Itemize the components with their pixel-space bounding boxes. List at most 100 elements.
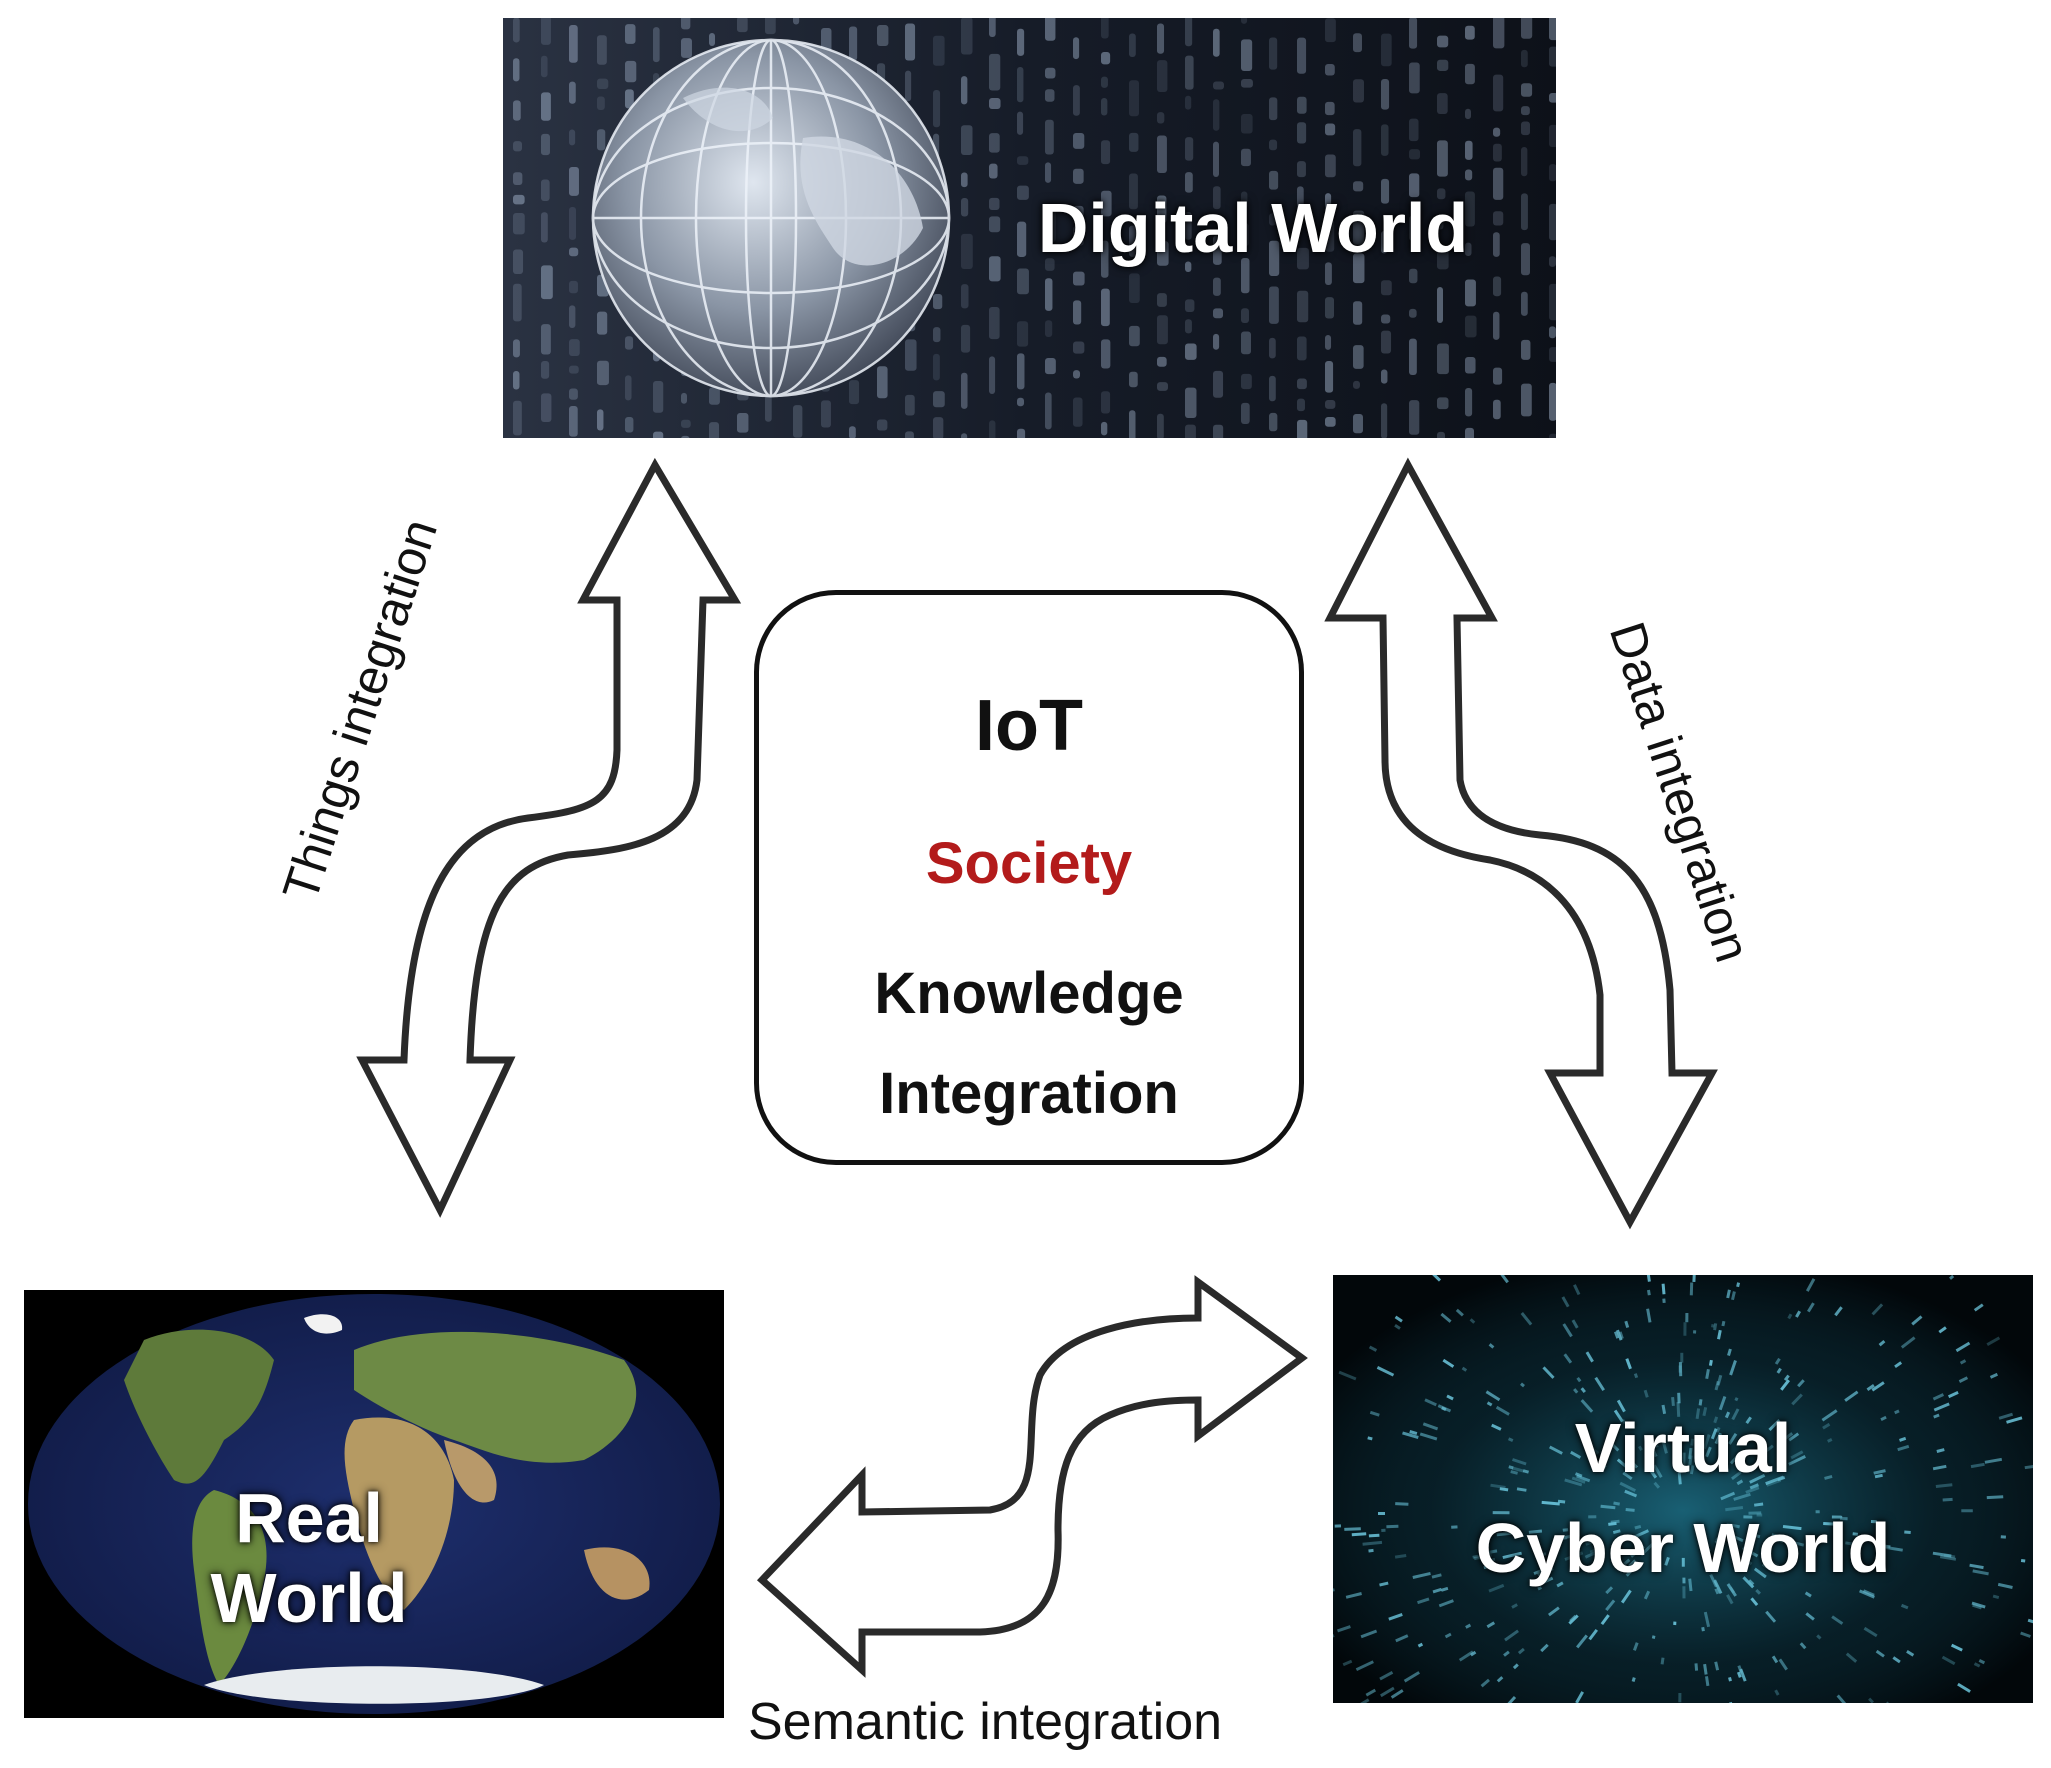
binary-digit [1353,253,1365,284]
particle-streak [1360,1698,1370,1703]
particle-streak [1936,1448,1945,1453]
particle-streak [1432,1275,1442,1282]
binary-digit [793,405,803,438]
binary-digit [1493,18,1505,49]
particle-streak [1610,1519,1620,1524]
particle-streak [1630,1460,1639,1469]
binary-digit [1185,211,1192,240]
binary-digit [1129,132,1139,152]
particle-streak [1345,1592,1362,1599]
binary-digit [1157,293,1167,307]
particle-streak [1747,1531,1761,1539]
particle-streak [1562,1323,1573,1338]
particle-streak [1620,1589,1632,1604]
binary-digit [1185,55,1194,90]
particle-streak [1660,1657,1665,1665]
binary-digit [1353,414,1363,434]
particle-streak [1824,1474,1833,1480]
particle-streak [1584,1548,1602,1559]
particle-streak [1395,1502,1409,1506]
binary-digit [1241,78,1253,88]
binary-digit [569,280,578,294]
particle-streak [1402,1431,1419,1439]
binary-digit [1465,169,1473,181]
binary-digit [1353,129,1362,167]
particle-streak [1576,1474,1591,1483]
particle-streak [1442,1358,1455,1368]
particle-streak [1740,1555,1753,1566]
particle-streak [1656,1540,1663,1547]
binary-digit [597,409,604,431]
binary-digit [1297,247,1309,270]
particle-streak [1834,1306,1843,1317]
particle-streak [1935,1483,1953,1488]
binary-digit [1157,23,1165,54]
binary-digit [1073,168,1084,184]
binary-digit [1465,279,1476,307]
particle-streak [1403,1671,1420,1683]
particle-streak [1871,1303,1884,1316]
particle-streak [1688,1578,1693,1592]
binary-digit [1297,419,1308,438]
particle-streak [1727,1348,1732,1357]
particle-streak [1486,1401,1493,1407]
particle-streak [1537,1586,1542,1591]
binary-digit [1073,226,1084,246]
particle-streak [1585,1539,1598,1546]
particle-streak [1788,1455,1806,1466]
particle-streak [1689,1465,1695,1475]
particle-streak [1736,1671,1742,1678]
particle-streak [1718,1396,1727,1411]
particle-streak [1516,1487,1527,1492]
particle-streak [1933,1413,1940,1419]
particle-streak [1455,1308,1464,1317]
particle-streak [1880,1415,1887,1422]
particle-streak [1884,1544,1891,1549]
binary-digit [513,339,520,358]
particle-streak [1438,1599,1454,1608]
semantic-integration-label: Semantic integration [748,1693,1223,1751]
particle-streak [1623,1558,1631,1566]
binary-digit [1017,321,1029,347]
particle-streak [1787,1539,1805,1547]
particle-streak [1605,1586,1614,1595]
binary-digit [1185,387,1197,418]
binary-digit [961,372,968,409]
particle-streak [1632,1642,1639,1651]
binary-digit [1409,308,1417,318]
particle-streak [1575,1691,1585,1703]
particle-streak [1710,1428,1718,1440]
particle-streak [1749,1473,1766,1484]
particle-streak [1419,1432,1438,1441]
binary-digit [1101,421,1108,436]
binary-digit [1409,62,1420,94]
particle-streak [1616,1535,1628,1543]
particle-streak [1705,1368,1710,1380]
particle-streak [1725,1506,1744,1512]
binary-digit [1185,343,1197,360]
binary-digit [1409,268,1418,284]
particle-streak [1768,1419,1781,1431]
particle-streak [1871,1381,1885,1392]
binary-digit [1269,286,1279,324]
particle-streak [1337,1625,1351,1633]
binary-digit [905,70,912,102]
binary-digit [961,198,969,217]
binary-digit [905,431,914,438]
binary-digit [1381,314,1391,324]
particle-streak [1618,1331,1624,1340]
particle-streak [1959,1359,1967,1365]
particle-streak [1600,1614,1610,1625]
particle-streak [1750,1597,1759,1607]
binary-digit [1409,18,1418,49]
binary-digit [1437,140,1448,177]
binary-digit [513,249,524,275]
binary-digit [1045,278,1053,311]
binary-digit [933,90,941,128]
particle-streak [1646,1308,1652,1323]
particle-streak [1986,1336,2001,1347]
binary-digit [849,26,858,61]
world-map-image [24,1290,724,1718]
binary-digit [541,18,551,45]
particle-streak [1388,1612,1403,1621]
